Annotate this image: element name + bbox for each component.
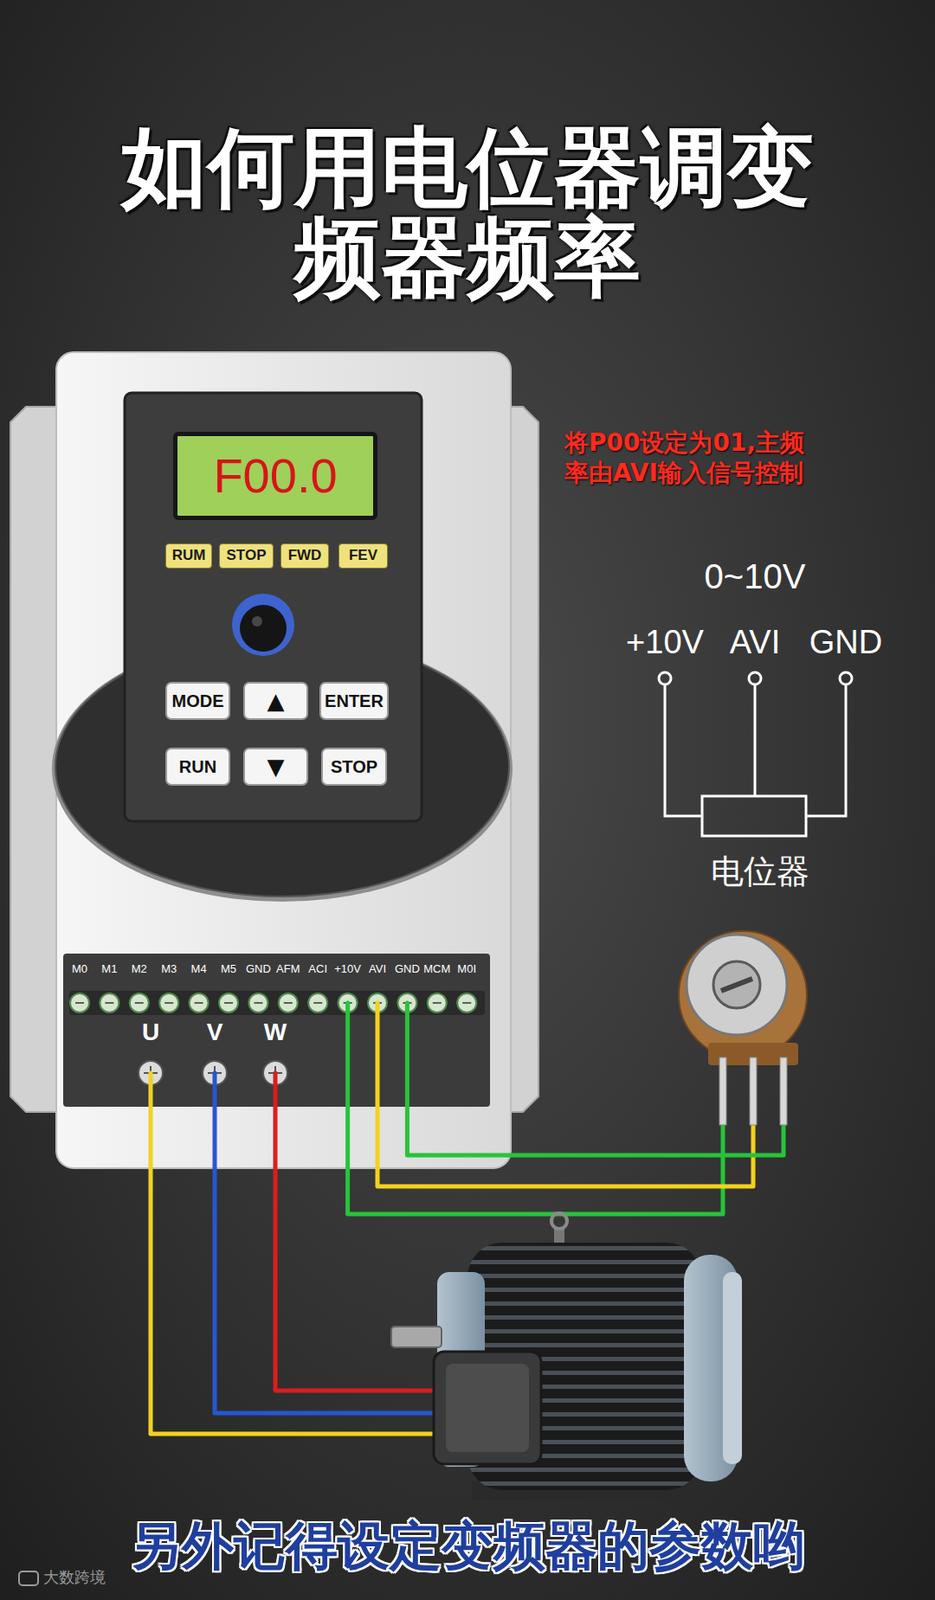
terminal-label: M2 [131, 963, 148, 977]
fan-cover [722, 1272, 742, 1465]
indicator-label: RUM [165, 543, 213, 569]
screw-slots [75, 1002, 471, 1005]
page-title: 如何用电位器调变频器频率 [86, 122, 849, 304]
indicator-label: FEV [338, 543, 388, 569]
terminal-label: M4 [191, 963, 207, 977]
node-text: MODE [172, 691, 225, 711]
motor-shaft [391, 1327, 442, 1348]
terminal-screws [70, 993, 477, 1013]
knob [239, 605, 287, 652]
schematic-terminal [839, 672, 852, 685]
pin-name: AVI [729, 624, 781, 663]
pot-pin [749, 1057, 757, 1126]
node-text: ▲ [267, 689, 285, 715]
u-wire [150, 1073, 468, 1435]
lcd-display: F00.0 [173, 432, 378, 521]
pot-shaft [713, 961, 761, 1009]
terminal-label: M1 [101, 963, 117, 977]
terminal-label: M3 [161, 963, 177, 977]
key-button: MODE [165, 682, 231, 721]
node-text: ENTER [324, 691, 384, 711]
inverter-housing [56, 352, 511, 1169]
voltage-range: 0~10V [704, 556, 807, 597]
terminal-label: MCM [423, 963, 451, 977]
terminal-label: GND [394, 963, 420, 977]
terminal-label: AVI [368, 963, 387, 977]
setting-note: 将P00设定为01,主频率由AVI输入信号控制 [564, 427, 825, 489]
terminal-block [69, 991, 485, 1016]
output-label: U [141, 1018, 160, 1047]
pot-base [678, 931, 807, 1060]
v-wire [214, 1073, 468, 1414]
key-button: ▼ [243, 748, 309, 787]
key-button: RUN [165, 748, 231, 787]
terminal-box [433, 1352, 542, 1465]
key-button: ENTER [319, 682, 389, 721]
pot-slot [721, 979, 753, 992]
pot-pin [780, 1057, 787, 1126]
keypad-panel [124, 393, 422, 822]
terminal-label: M0I [457, 963, 477, 977]
indicator-label: STOP [219, 543, 274, 569]
terminal-label: M0 [71, 963, 88, 977]
pot-schematic [658, 672, 852, 837]
terminal-label: +10V [334, 963, 362, 977]
terminal-box-lid [445, 1364, 529, 1453]
pin-name: GND [809, 624, 883, 663]
node-text: RUM [172, 548, 207, 565]
knob-ring [232, 593, 295, 657]
terminal-label: M5 [220, 963, 237, 977]
pot-housing [686, 935, 787, 1036]
key-button: STOP [321, 748, 387, 787]
node-text: FWD [288, 548, 323, 565]
terminal-label: GND [245, 963, 271, 977]
pin-name: +10V [625, 624, 704, 663]
node-text: STOP [226, 548, 267, 565]
caption: 另外记得设定变频器的参数哟 [77, 1516, 858, 1576]
output-label: V [206, 1018, 224, 1047]
node-text: ▼ [267, 754, 285, 781]
watermark-logo [19, 1572, 39, 1587]
schematic-terminal [748, 672, 761, 685]
pot-pin [719, 1057, 727, 1126]
schematic-terminal [658, 672, 671, 685]
eyebolt [551, 1213, 568, 1230]
terminal-label: ACI [308, 963, 328, 977]
ref-wire [348, 1003, 723, 1215]
indicator-label: FWD [280, 543, 329, 569]
w-wire [275, 1073, 468, 1392]
part-name: 电位器 [710, 853, 810, 892]
node-text: STOP [330, 757, 378, 777]
resistor-symbol [702, 796, 807, 837]
key-button: ▲ [243, 682, 309, 721]
knob-highlight [251, 616, 263, 627]
output-label: W [264, 1018, 287, 1047]
node-text: FEV [348, 548, 378, 565]
node-text: F00.0 [212, 449, 337, 503]
terminal-label: AFM [276, 963, 300, 977]
node-text: RUN [179, 757, 217, 777]
watermark: 大数跨境 [43, 1569, 106, 1588]
